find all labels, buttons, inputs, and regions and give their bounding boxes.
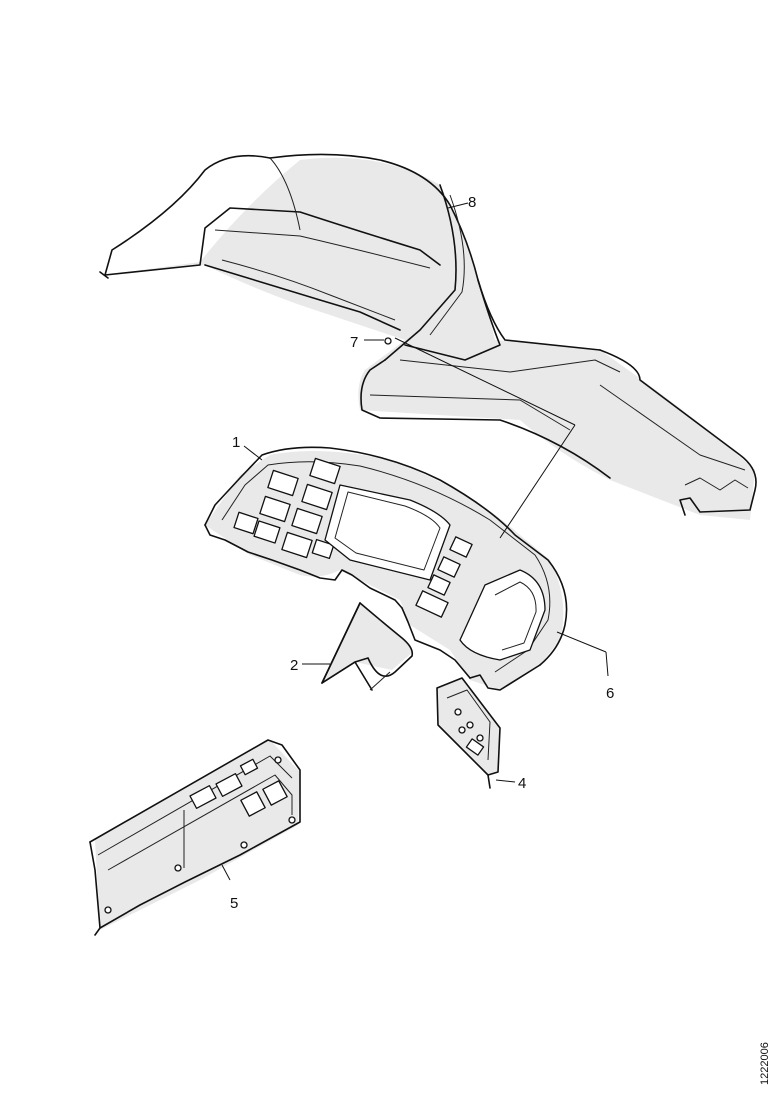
callout-1: 1 [232, 434, 240, 451]
callout-6: 6 [606, 685, 614, 702]
callout-7: 7 [350, 334, 358, 351]
part-4-switch-bracket [436, 677, 501, 789]
part-5-lower-console [89, 739, 301, 936]
callout-5: 5 [230, 895, 238, 912]
part-7-fastener [384, 337, 392, 345]
drawing-id: 1222006 [759, 1042, 771, 1085]
callout-2: 2 [290, 657, 298, 674]
part-2-panel-plate [321, 602, 414, 691]
part-1-dashboard-panel [204, 446, 568, 691]
part-8-instrument-hood [99, 153, 757, 520]
assembly-guide-lines [394, 337, 576, 539]
callout-labels: 1 2 4 5 6 7 8 [230, 194, 614, 912]
callout-4: 4 [518, 775, 526, 792]
callout-8: 8 [468, 194, 476, 211]
callout-leaders [221, 202, 609, 881]
